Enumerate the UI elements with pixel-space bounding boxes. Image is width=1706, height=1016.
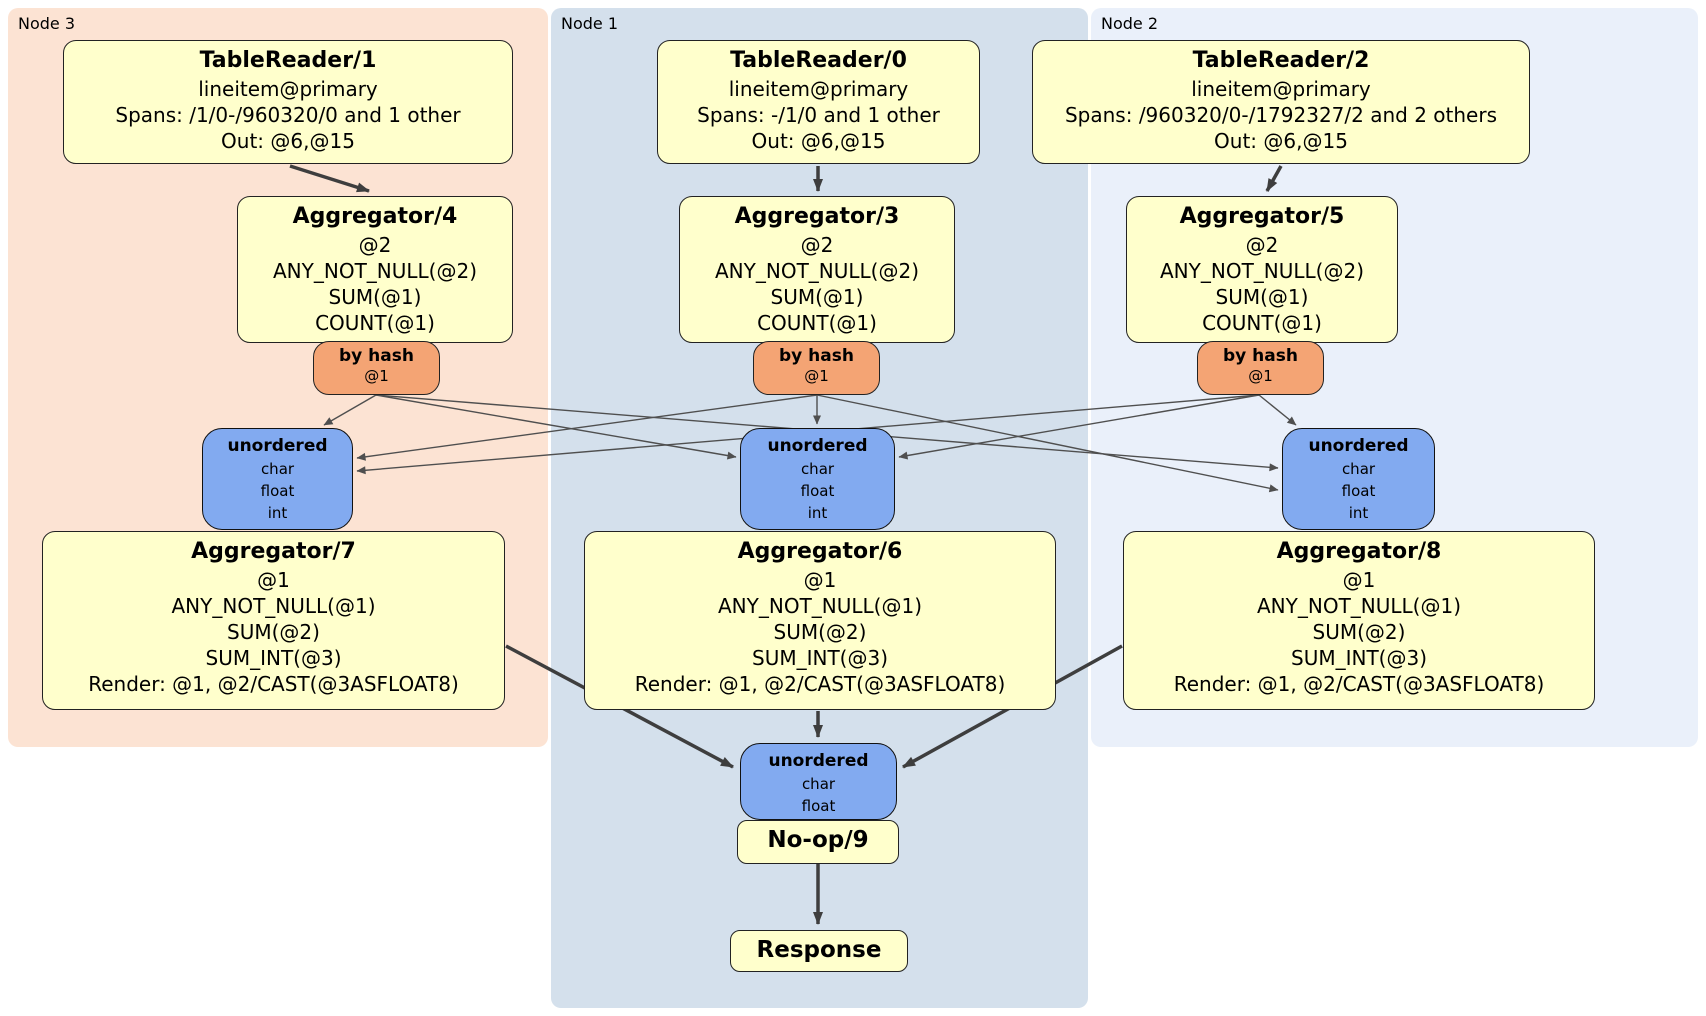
processor-detail: @1 [803, 568, 837, 592]
node1-label: Node 1 [561, 14, 619, 33]
sync-title: unordered [768, 751, 869, 771]
processor-detail: SUM(@2) [1312, 620, 1406, 644]
processor-detail: @2 [358, 233, 392, 257]
processor-aggregator-8: Aggregator/8 @1 ANY_NOT_NULL(@1) SUM(@2)… [1123, 531, 1595, 710]
processor-detail: @1 [1342, 568, 1376, 592]
edge-hash3-unright [816, 394, 1279, 493]
processor-tablereader-0: TableReader/0 lineitem@primary Spans: -/… [657, 40, 980, 164]
sync-unordered-left: unordered char float int [202, 428, 353, 530]
router-title: by hash [339, 346, 414, 366]
sync-type: int [1348, 504, 1369, 522]
processor-detail: lineitem@primary [198, 77, 378, 101]
processor-title: Aggregator/7 [191, 539, 356, 564]
processor-detail: @1 [257, 568, 290, 592]
processor-detail: Out: @6,@15 [221, 129, 355, 153]
processor-detail: lineitem@primary [1191, 77, 1371, 101]
processor-detail: Out: @6,@15 [751, 129, 886, 153]
processor-detail: COUNT(@1) [315, 311, 435, 335]
sync-type: float [1341, 482, 1376, 500]
edge-hash3-unleft [356, 394, 818, 461]
router-title: by hash [779, 346, 854, 366]
sync-unordered-right: unordered char float int [1282, 428, 1435, 530]
router-detail: @1 [804, 367, 829, 385]
sync-type: char [800, 460, 835, 478]
processor-detail: COUNT(@1) [1202, 311, 1322, 335]
sync-type: char [260, 460, 295, 478]
processor-detail: SUM(@1) [328, 285, 422, 309]
processor-detail: Spans: -/1/0 and 1 other [697, 103, 940, 127]
sync-type: char [801, 775, 836, 793]
processor-detail: @2 [1245, 233, 1279, 257]
processor-title: Aggregator/3 [734, 204, 900, 229]
router-by-hash-5: by hash @1 [1197, 341, 1324, 395]
processor-aggregator-7: Aggregator/7 @1 ANY_NOT_NULL(@1) SUM(@2)… [42, 531, 505, 710]
processor-detail: SUM(@1) [770, 285, 864, 309]
processor-detail: ANY_NOT_NULL(@2) [715, 259, 919, 283]
processor-aggregator-3: Aggregator/3 @2 ANY_NOT_NULL(@2) SUM(@1)… [679, 196, 955, 343]
processor-noop-9: No-op/9 [737, 820, 899, 864]
processor-title: TableReader/1 [199, 48, 377, 73]
edge-hash5-unright [1258, 394, 1297, 426]
processor-title: TableReader/0 [730, 48, 907, 73]
sync-type: float [260, 482, 295, 500]
sync-title: unordered [227, 436, 328, 456]
processor-title: Aggregator/6 [737, 539, 903, 564]
edge-tr1-agg4 [289, 164, 370, 193]
sync-title: unordered [1308, 436, 1409, 456]
processor-detail: ANY_NOT_NULL(@2) [273, 259, 477, 283]
router-by-hash-4: by hash @1 [313, 341, 440, 395]
processor-detail: COUNT(@1) [757, 311, 877, 335]
processor-title: Aggregator/8 [1276, 539, 1442, 564]
edge-hash4-unmid [375, 394, 737, 460]
processor-detail: Out: @6,@15 [1214, 129, 1348, 153]
sync-unordered-mid: unordered char float int [740, 428, 895, 530]
processor-detail: @2 [800, 233, 834, 257]
processor-title: Aggregator/4 [292, 204, 458, 229]
processor-detail: ANY_NOT_NULL(@1) [1257, 594, 1461, 618]
processor-detail: lineitem@primary [728, 77, 909, 101]
edge-tr2-agg5 [1265, 165, 1283, 192]
edge-hash4-unleft [323, 394, 377, 426]
processor-title: Response [756, 937, 882, 963]
sync-type: char [1341, 460, 1376, 478]
node2-label: Node 2 [1101, 14, 1159, 33]
sync-type: float [801, 797, 836, 815]
sync-title: unordered [767, 436, 868, 456]
processor-detail: Render: @1, @2/CAST(@3ASFLOAT8) [88, 672, 459, 696]
sync-unordered-final: unordered char float [740, 743, 897, 820]
processor-response: Response [730, 930, 908, 972]
processor-detail: SUM(@1) [1215, 285, 1309, 309]
processor-aggregator-5: Aggregator/5 @2 ANY_NOT_NULL(@2) SUM(@1)… [1126, 196, 1398, 343]
edge-hash5-unmid [898, 394, 1260, 460]
processor-detail: ANY_NOT_NULL(@1) [171, 594, 376, 618]
processor-detail: Render: @1, @2/CAST(@3ASFLOAT8) [634, 672, 1006, 696]
processor-detail: SUM(@2) [227, 620, 320, 644]
processor-detail: Spans: /960320/0-/1792327/2 and 2 others [1064, 103, 1497, 127]
processor-detail: SUM_INT(@3) [205, 646, 342, 670]
processor-detail: Spans: /1/0-/960320/0 and 1 other [115, 103, 461, 127]
processor-title: TableReader/2 [1192, 48, 1370, 73]
processor-detail: SUM_INT(@3) [752, 646, 888, 670]
sync-type: float [800, 482, 835, 500]
processor-title: Aggregator/5 [1179, 204, 1345, 229]
processor-detail: SUM(@2) [773, 620, 867, 644]
router-by-hash-3: by hash @1 [753, 341, 880, 395]
router-title: by hash [1223, 346, 1298, 366]
router-detail: @1 [1248, 367, 1273, 385]
processor-tablereader-2: TableReader/2 lineitem@primary Spans: /9… [1032, 40, 1530, 164]
processor-detail: SUM_INT(@3) [1291, 646, 1427, 670]
processor-aggregator-4: Aggregator/4 @2 ANY_NOT_NULL(@2) SUM(@1)… [237, 196, 513, 343]
router-detail: @1 [364, 367, 389, 385]
sync-type: int [807, 504, 828, 522]
processor-detail: ANY_NOT_NULL(@2) [1160, 259, 1364, 283]
processor-aggregator-6: Aggregator/6 @1 ANY_NOT_NULL(@1) SUM(@2)… [584, 531, 1056, 710]
sync-type: int [267, 504, 288, 522]
processor-title: No-op/9 [767, 827, 869, 853]
processor-detail: ANY_NOT_NULL(@1) [718, 594, 922, 618]
processor-tablereader-1: TableReader/1 lineitem@primary Spans: /1… [63, 40, 513, 164]
processor-detail: Render: @1, @2/CAST(@3ASFLOAT8) [1173, 672, 1545, 696]
node3-label: Node 3 [18, 14, 76, 33]
